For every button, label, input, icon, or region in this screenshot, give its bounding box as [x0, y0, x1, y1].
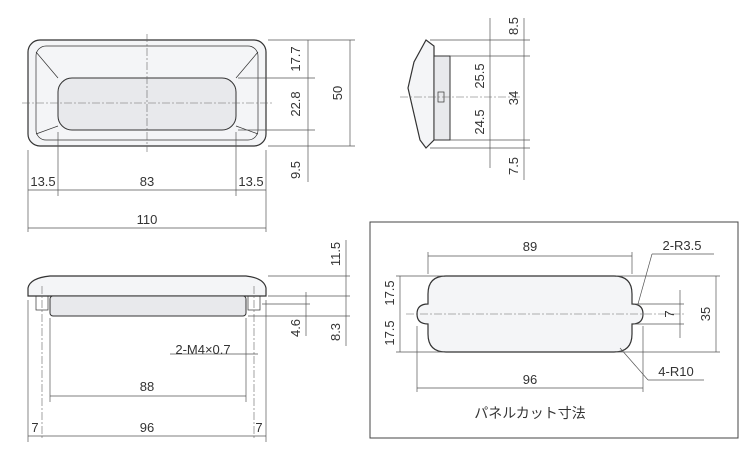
- panel-cut-title: パネルカット寸法: [474, 405, 586, 421]
- dim-bottom-height-top: 11.5: [328, 242, 343, 266]
- dim-panel-radius-large: 4-R10: [658, 364, 693, 379]
- panel-cut-frame: [369, 221, 739, 439]
- dim-panel-width-top: 89: [523, 239, 537, 254]
- dim-front-bottom-offset: 9.5: [288, 161, 303, 179]
- dim-front-height-total: 50: [330, 86, 345, 100]
- bottom-body: [49, 295, 247, 317]
- dim-bottom-edge-right: 7: [255, 420, 262, 435]
- dim-bottom-thread-label: 2-M4×0.7: [175, 342, 230, 357]
- dim-front-grip-height: 22.8: [288, 91, 303, 116]
- dim-bottom-hole-pitch: 96: [140, 420, 154, 435]
- dim-side-bottom: 7.5: [506, 157, 521, 175]
- side-profile: [407, 39, 435, 149]
- dim-bottom-edge-left: 7: [31, 420, 38, 435]
- side-body: [433, 55, 451, 141]
- dim-front-side-left: 13.5: [30, 174, 55, 189]
- front-view: 13.5 83 13.5 110 17.7 22.8 9.5 50: [22, 34, 355, 232]
- dim-side-mid: 34: [506, 91, 521, 105]
- handle-front-bevel: [35, 51, 259, 135]
- dim-panel-height-total: 35: [698, 307, 713, 321]
- dim-side-lower: 24.5: [472, 109, 487, 134]
- dim-panel-height-upper: 17.5: [382, 280, 397, 305]
- dim-panel-width-bottom: 96: [523, 372, 537, 387]
- dim-panel-slot: 7: [662, 310, 677, 317]
- dim-panel-radius-small: 2-R3.5: [662, 238, 701, 253]
- side-view: 8.5 25.5 34 24.5 7.5: [400, 17, 530, 180]
- dim-front-top-offset: 17.7: [288, 46, 303, 71]
- dim-front-width-total: 110: [137, 212, 158, 227]
- dim-front-grip-width: 83: [140, 174, 154, 189]
- dim-panel-height-lower: 17.5: [382, 320, 397, 345]
- dim-bottom-inner-span: 88: [140, 379, 154, 394]
- bottom-flange: [27, 275, 267, 297]
- panel-cut-section: 89 2-R3.5 17.5 17.5 7 35 96 4-R10 パネルカット…: [369, 221, 739, 439]
- dim-side-upper: 25.5: [472, 63, 487, 88]
- dim-bottom-thread-depth: 4.6: [288, 319, 303, 337]
- dim-front-side-right: 13.5: [238, 174, 263, 189]
- bottom-view: 11.5 4.6 8.3 2-M4×0.7 88 96 7 7: [27, 240, 350, 442]
- dim-bottom-body-height: 8.3: [328, 323, 343, 341]
- dim-side-top: 8.5: [506, 17, 521, 35]
